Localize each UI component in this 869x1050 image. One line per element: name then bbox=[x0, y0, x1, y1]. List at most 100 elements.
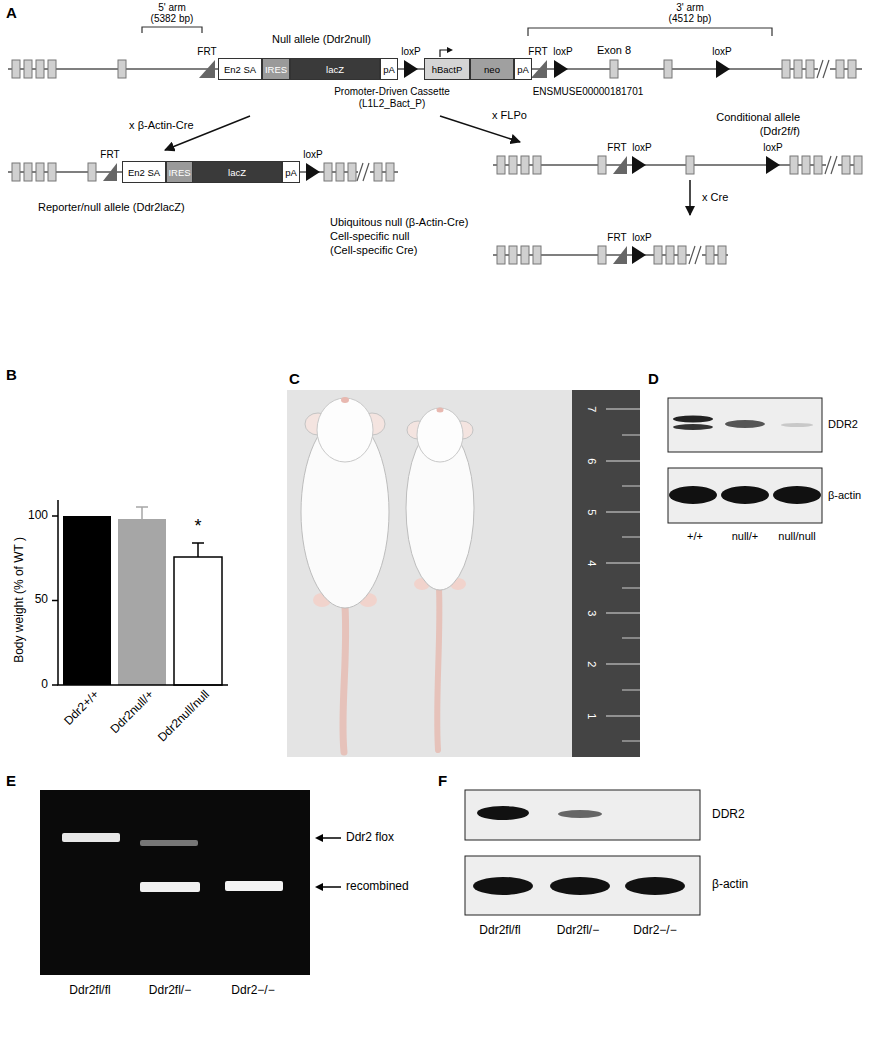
panel-letter: A bbox=[6, 4, 17, 21]
panel-letter: B bbox=[6, 366, 17, 383]
break-mark bbox=[825, 156, 837, 174]
loxp-site bbox=[404, 60, 418, 78]
cassette-box: En2 SA bbox=[122, 161, 166, 183]
promoter-arrow bbox=[440, 50, 448, 57]
box-label: lacZ bbox=[228, 167, 246, 178]
tick-label: 0 bbox=[41, 678, 48, 692]
allele-name: Reporter/null allele (Ddr2lacZ) bbox=[38, 200, 185, 214]
frt-site bbox=[531, 60, 547, 78]
band-label: β-actin bbox=[712, 878, 748, 892]
lane-label: Ddr2−/− bbox=[633, 924, 676, 938]
arm-size: (5382 bp) bbox=[151, 13, 194, 25]
blot-band bbox=[669, 486, 717, 504]
exon-id: ENSMUSE00000181701 bbox=[533, 86, 644, 98]
category-label: Ddr2+/+ bbox=[61, 688, 101, 728]
exon-box bbox=[802, 156, 810, 174]
exon-group bbox=[497, 156, 862, 174]
blot-band bbox=[477, 806, 529, 820]
exon-label: Exon 8 bbox=[597, 44, 631, 57]
allele-name: Cell-specific null (Cell-specific Cre) bbox=[330, 229, 434, 257]
blot-band bbox=[773, 486, 821, 504]
exon-box bbox=[324, 163, 332, 181]
gel-band bbox=[62, 833, 120, 842]
exon-box bbox=[36, 60, 44, 78]
gel-image bbox=[40, 790, 310, 975]
ruler-number: 3 bbox=[586, 610, 599, 616]
arm-bracket bbox=[142, 27, 202, 33]
site-label: loxP bbox=[712, 46, 731, 58]
mouse-tail bbox=[437, 588, 439, 750]
cassette-box: pA bbox=[380, 58, 398, 80]
significance-mark: * bbox=[194, 516, 201, 537]
exon-box bbox=[509, 156, 517, 174]
lane-label: Ddr2−/− bbox=[231, 984, 274, 998]
arm-size: (4512 bp) bbox=[669, 13, 712, 25]
arm-label: 3' arm bbox=[676, 2, 703, 14]
exon-box bbox=[610, 60, 618, 78]
error-bar bbox=[192, 543, 204, 557]
ruler-number: 2 bbox=[586, 661, 599, 667]
blot-band bbox=[673, 416, 713, 423]
exon-box bbox=[12, 60, 20, 78]
box-label: hBactP bbox=[432, 64, 463, 75]
band-label: recombined bbox=[346, 880, 409, 894]
mouse-head bbox=[317, 398, 373, 462]
cassette-box: lacZ bbox=[192, 161, 282, 183]
ruler-tick bbox=[622, 435, 640, 741]
exon-box bbox=[521, 156, 529, 174]
box-label: neo bbox=[484, 64, 500, 75]
exon-box bbox=[374, 163, 382, 181]
mouse-tail bbox=[343, 606, 346, 752]
pointer-arrowhead bbox=[315, 834, 323, 842]
exon-box bbox=[497, 156, 505, 174]
exon-box bbox=[118, 60, 126, 78]
site-label: FRT bbox=[607, 232, 626, 244]
gel-band bbox=[140, 882, 200, 892]
box-label: En2 SA bbox=[224, 64, 256, 75]
frt-site bbox=[103, 163, 117, 181]
frt-site bbox=[613, 246, 627, 264]
blot-band bbox=[625, 877, 685, 895]
exon-box bbox=[509, 246, 517, 264]
lane-label: +/+ bbox=[687, 530, 703, 543]
loxp-site bbox=[766, 156, 780, 174]
exon-box bbox=[706, 246, 714, 264]
lane-label: Ddr2fl/fl bbox=[479, 924, 520, 938]
cassette-box: neo bbox=[470, 58, 514, 80]
promoter-arrowhead bbox=[447, 47, 453, 53]
exon-box bbox=[806, 60, 814, 78]
category-label: Ddr2null/null bbox=[156, 688, 213, 745]
band-label: Ddr2 flox bbox=[346, 831, 394, 845]
allele-construct: Reporter/null allele (Ddr2lacZ) En2 SAIRE… bbox=[8, 150, 403, 218]
break-mark bbox=[817, 60, 829, 78]
break-mark bbox=[357, 163, 369, 181]
ruler-number: 5 bbox=[586, 509, 599, 515]
blot-frame bbox=[465, 790, 700, 840]
exon-box bbox=[24, 163, 32, 181]
ruler bbox=[572, 390, 640, 757]
cassette-label: (L1L2_Bact_P) bbox=[359, 98, 426, 110]
break-mark bbox=[689, 246, 701, 264]
blot-frame bbox=[668, 398, 822, 452]
band-label: β-actin bbox=[828, 489, 861, 502]
box-label: pA bbox=[285, 167, 297, 178]
lane-label: null/null bbox=[778, 530, 815, 543]
pointer-arrow bbox=[322, 837, 341, 839]
exon-box bbox=[533, 246, 541, 264]
box-label: lacZ bbox=[326, 64, 344, 75]
gel-band bbox=[140, 840, 198, 846]
axis-tick bbox=[52, 516, 58, 685]
site-label: loxP bbox=[632, 232, 651, 244]
bar bbox=[63, 516, 111, 685]
blot-band bbox=[550, 877, 610, 895]
exon-box bbox=[854, 156, 862, 174]
ruler-number: 6 bbox=[586, 458, 599, 464]
ruler-number: 1 bbox=[586, 713, 599, 719]
cassette-box: IRES bbox=[166, 161, 193, 183]
ruler-number: 4 bbox=[586, 560, 599, 566]
site-label: FRT bbox=[197, 46, 216, 58]
exon-box bbox=[794, 60, 802, 78]
exon-box bbox=[598, 156, 606, 174]
error-bar bbox=[136, 507, 148, 519]
